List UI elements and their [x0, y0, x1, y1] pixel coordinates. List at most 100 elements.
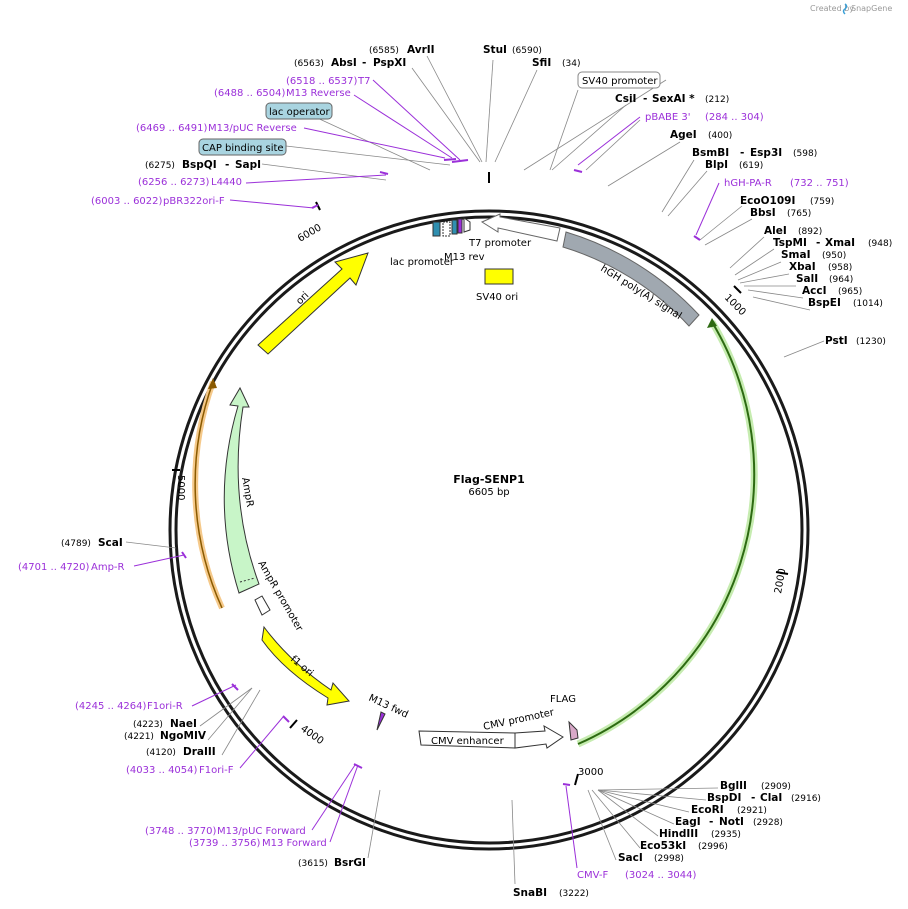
svg-text:(2998): (2998) — [654, 854, 684, 864]
svg-text:(2996): (2996) — [698, 842, 728, 852]
svg-text:(6275): (6275) — [145, 161, 175, 171]
svg-text:(759): (759) — [810, 197, 834, 207]
site-eco53ki: Eco53kI — [640, 840, 686, 852]
primer-labels: (6518 .. 6537) T7 (6488 .. 6504) M13 Rev… — [18, 76, 849, 881]
site-sexai: SexAI * — [652, 93, 695, 105]
site-ecoo109i: EcoO109I — [740, 195, 795, 207]
sv40-ori-label: SV40 ori — [476, 292, 518, 303]
sv40-ori-feature[interactable] — [484, 268, 514, 285]
lac-promoter-feature[interactable] — [442, 221, 451, 237]
svg-text:(1230): (1230) — [856, 337, 886, 347]
site-hindiii: HindIII — [659, 828, 698, 840]
tick-label-6000: 6000 — [296, 222, 324, 244]
cmv-promoter-feature[interactable] — [514, 725, 564, 749]
svg-text:(2928): (2928) — [753, 818, 783, 828]
svg-text:(948): (948) — [868, 239, 892, 249]
primer-hgh-pa-r: hGH-PA-R — [724, 178, 772, 189]
sv40-promoter-box[interactable] — [577, 71, 661, 89]
svg-text:(4223): (4223) — [133, 720, 163, 730]
primer-leader-lines — [133, 79, 720, 869]
senp1-arrow-icon — [707, 318, 717, 328]
cap-binding-site-box[interactable] — [198, 138, 287, 156]
svg-text:(6585): (6585) — [369, 46, 399, 56]
primer-l4440: L4440 — [211, 177, 242, 188]
svg-text:(958): (958) — [828, 263, 852, 273]
primer-m13-forward: M13 Forward — [262, 838, 327, 849]
tick-3000 — [574, 773, 579, 786]
site-bsrgi: BsrGI — [334, 857, 366, 869]
svg-text:(6518 .. 6537): (6518 .. 6537) — [286, 76, 358, 87]
t7-promoter-feature[interactable] — [480, 213, 561, 242]
svg-text:(6256 .. 6273): (6256 .. 6273) — [138, 177, 210, 188]
svg-text:(1014): (1014) — [853, 299, 883, 309]
site-ngomiv: NgoMIV — [160, 730, 207, 742]
svg-text:(3615): (3615) — [298, 859, 328, 869]
site-noti: NotI — [719, 816, 744, 828]
site-naei: NaeI — [170, 718, 197, 730]
svg-text:(212): (212) — [705, 95, 729, 105]
flag-label: FLAG — [550, 694, 576, 705]
senp1-insert-arc[interactable] — [577, 321, 756, 745]
cap-binding-site-feature[interactable] — [432, 221, 441, 237]
restriction-labels: (6585) AvrII (6563) AbsI - PspXI StuI (6… — [61, 44, 892, 899]
site-alei: AleI — [764, 225, 787, 237]
site-tspmi: TspMI — [773, 237, 807, 249]
site-agei: AgeI — [670, 129, 697, 141]
lac-operator-feature[interactable] — [451, 219, 458, 235]
svg-text:-: - — [643, 93, 647, 105]
site-smai: SmaI — [781, 249, 811, 261]
svg-text:(4245 .. 4264): (4245 .. 4264) — [75, 701, 147, 712]
ampr-feature[interactable] — [223, 386, 260, 594]
ori-feature[interactable] — [257, 252, 369, 355]
site-absi: AbsI — [331, 57, 357, 69]
site-psti: PstI — [825, 335, 848, 347]
m13-fwd-label: M13 fwd — [367, 693, 410, 721]
site-xbai: XbaI — [789, 261, 816, 273]
ampr-promoter-feature[interactable] — [254, 595, 271, 616]
ampr-dash — [239, 577, 256, 583]
m13-rev-feature[interactable] — [457, 218, 463, 234]
t7-start-feature[interactable] — [463, 217, 471, 233]
svg-text:(892): (892) — [798, 227, 822, 237]
tick-2000 — [775, 571, 789, 575]
svg-text:(3024 .. 3044): (3024 .. 3044) — [625, 870, 697, 881]
svg-text:(3222): (3222) — [559, 889, 589, 899]
hgh-polya-feature[interactable] — [562, 231, 700, 327]
svg-text:(4221): (4221) — [124, 732, 154, 742]
snapgene-logo-icon — [842, 3, 848, 15]
site-eagi: EagI — [675, 816, 701, 828]
site-stui: StuI — [483, 44, 507, 56]
primer-pbr322ori-f: pBR322ori-F — [163, 196, 225, 207]
cap-binding-site-label: CAP binding site — [202, 143, 284, 154]
tick-label-3000: 3000 — [578, 767, 603, 778]
tick-label-2000: 2000 — [773, 568, 788, 595]
site-bspqi: BspQI — [182, 159, 217, 171]
svg-text:(4120): (4120) — [146, 748, 176, 758]
svg-text:-: - — [816, 237, 820, 249]
site-sapi: SapI — [235, 159, 261, 171]
primer-pbabe3: pBABE 3' — [645, 112, 691, 123]
site-saci: SacI — [618, 852, 643, 864]
flag-feature[interactable] — [568, 720, 579, 741]
primer-f1ori-r: F1ori-R — [147, 701, 183, 712]
svg-text:(964): (964) — [829, 275, 853, 285]
f1-ori-feature[interactable] — [261, 625, 350, 706]
lac-operator-box[interactable] — [265, 102, 333, 120]
site-draiii: DraIII — [183, 746, 216, 758]
svg-text:(732 .. 751): (732 .. 751) — [790, 178, 849, 189]
svg-text:-: - — [740, 147, 744, 159]
svg-text:(2935): (2935) — [711, 830, 741, 840]
svg-text:-: - — [225, 159, 229, 171]
svg-text:-: - — [362, 57, 366, 69]
site-acci: AccI — [802, 285, 826, 297]
m13-fwd-feature[interactable] — [376, 711, 386, 731]
m13-rev-label: M13 rev — [444, 252, 485, 263]
site-xmai: XmaI — [825, 237, 855, 249]
primer-marks — [181, 158, 701, 786]
lac-operator-label: lac operator — [269, 107, 330, 118]
primer-t7: T7 — [357, 76, 370, 87]
site-bspei: BspEI — [808, 297, 841, 309]
site-scai: ScaI — [98, 537, 123, 549]
tick-label-5000: 5000 — [175, 475, 186, 500]
